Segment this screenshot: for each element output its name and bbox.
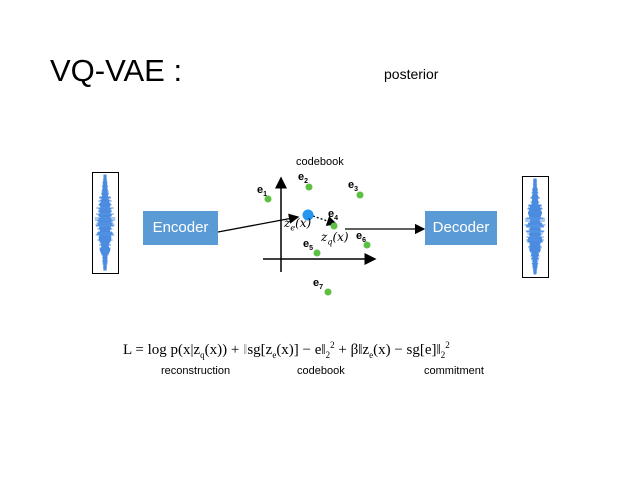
term-codebook: codebook (297, 365, 345, 377)
label-e4: e4 (328, 208, 339, 223)
encoder-box: Encoder (143, 211, 218, 245)
label-e7: e7 (313, 277, 324, 292)
posterior-label: posterior (384, 66, 439, 82)
codebook-label: codebook (296, 156, 344, 168)
label-e2: e2 (298, 171, 309, 186)
point-e7 (324, 288, 332, 296)
point-e3 (356, 191, 364, 199)
label-e1: e1 (257, 184, 268, 199)
ze-label: ze(x) (284, 216, 312, 233)
ze-point (302, 209, 314, 221)
point-e4 (330, 222, 338, 230)
label-e5: e5 (303, 238, 314, 253)
decoder-box: Decoder (425, 211, 497, 245)
label-e3: e3 (348, 179, 359, 194)
encoder-to-ze-arrow (217, 213, 300, 233)
waveform-left-signal (94, 174, 116, 271)
point-e6 (363, 241, 371, 249)
point-e5 (313, 249, 321, 257)
waveform-right-signal (524, 178, 546, 275)
point-e2 (305, 183, 313, 191)
zq-label: zq(x) (321, 230, 349, 247)
point-e1 (264, 195, 272, 203)
term-commitment: commitment (424, 365, 484, 377)
ze-to-zq-arrow (312, 215, 338, 226)
term-reconstruction: reconstruction (161, 365, 231, 377)
loss-formula: L = log p(x|zq(x)) + ‖sg[ze(x)] − e‖22 +… (123, 340, 450, 360)
page-title: VQ-VAE : (50, 53, 183, 88)
label-e6: e6 (356, 230, 367, 245)
